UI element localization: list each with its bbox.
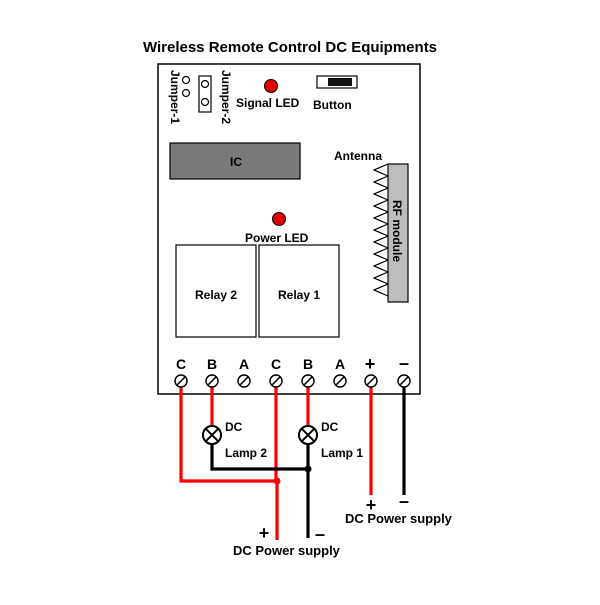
jumper-1-pin-bottom xyxy=(181,88,191,98)
diagram-title: Wireless Remote Control DC Equipments xyxy=(143,39,437,56)
supply-right-label: DC Power supply xyxy=(345,511,453,526)
jumper-2-pin-top xyxy=(200,79,210,89)
lamp-1-icon xyxy=(298,425,318,445)
terminal-screw xyxy=(397,374,411,388)
terminal-screw xyxy=(333,374,347,388)
terminal-label-c1: C xyxy=(271,356,281,372)
lamp-2-label-line1: DC xyxy=(225,420,243,434)
jumper-1: Jumper-1 xyxy=(168,70,191,124)
supply-bottom-plus: + xyxy=(259,523,270,543)
relay-2 xyxy=(175,244,257,338)
terminal-labels: C B A C B A + – xyxy=(176,353,409,374)
button-actuator xyxy=(328,78,352,86)
jumper-2: Jumper-2 xyxy=(198,70,233,124)
power-led xyxy=(272,212,286,226)
jumper-2-pin-bottom xyxy=(200,97,210,107)
ic-chip xyxy=(169,142,301,180)
terminal-screw xyxy=(269,374,283,388)
relay-1-label: Relay 1 xyxy=(278,288,320,302)
relay-1 xyxy=(258,244,340,338)
signal-led xyxy=(264,79,278,93)
terminal-label-a2: A xyxy=(239,356,249,372)
antenna-label: Antenna xyxy=(334,149,382,163)
junction-black xyxy=(304,465,312,473)
rf-module-label: RF module xyxy=(390,200,404,262)
terminal-screw xyxy=(301,374,315,388)
terminal-label-minus: – xyxy=(399,353,409,373)
wire-lamp2-return xyxy=(210,444,308,471)
board-button xyxy=(316,75,358,89)
terminal-screw xyxy=(174,374,188,388)
terminal-block xyxy=(174,374,411,388)
rf-module xyxy=(387,163,409,303)
button-label: Button xyxy=(313,98,352,112)
relay-2-label: Relay 2 xyxy=(195,288,237,302)
terminal-label-plus: + xyxy=(365,354,376,374)
terminal-screw xyxy=(237,374,251,388)
wire-relay2-common xyxy=(179,381,279,540)
antenna-coil xyxy=(372,163,390,297)
supply-right-minus: – xyxy=(399,491,409,511)
terminal-label-b1: B xyxy=(303,356,313,372)
wires xyxy=(179,381,406,540)
junction-red xyxy=(273,477,281,485)
terminal-label-c2: C xyxy=(176,356,186,372)
signal-led-label: Signal LED xyxy=(236,96,300,110)
jumper-2-label: Jumper-2 xyxy=(219,70,233,124)
jumper-1-pin-top xyxy=(181,75,191,85)
lamp-2-label-line2: Lamp 2 xyxy=(225,446,267,460)
lamp-2-icon xyxy=(202,425,222,445)
receiver-board xyxy=(157,63,421,395)
terminal-screw xyxy=(205,374,219,388)
supply-bottom-label: DC Power supply xyxy=(233,543,341,558)
lamp-1-label-line1: DC xyxy=(321,420,339,434)
terminal-label-b2: B xyxy=(207,356,217,372)
power-led-label: Power LED xyxy=(245,231,309,245)
terminal-label-a1: A xyxy=(335,356,345,372)
supply-bottom-minus: – xyxy=(315,524,325,544)
jumper-1-label: Jumper-1 xyxy=(168,70,182,124)
lamp-1-label-line2: Lamp 1 xyxy=(321,446,363,460)
terminal-screw xyxy=(364,374,378,388)
supply-right-plus: + xyxy=(366,495,377,515)
ic-label: IC xyxy=(230,155,242,169)
